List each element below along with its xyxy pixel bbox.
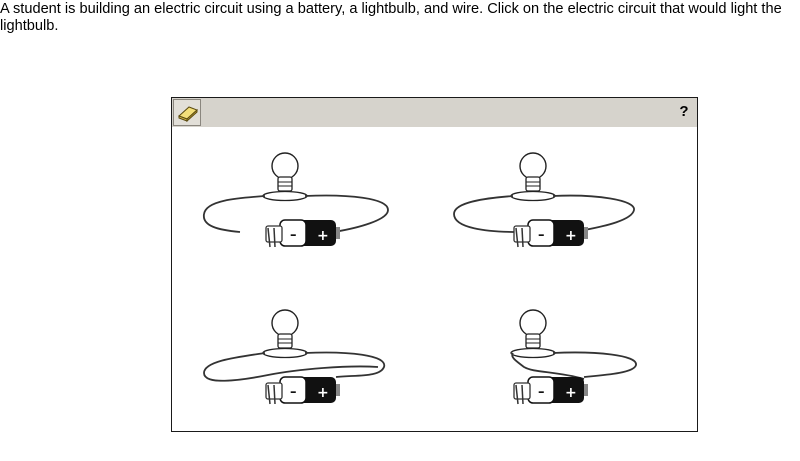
lightbulb — [262, 309, 308, 359]
wire — [304, 194, 389, 233]
wire — [203, 195, 266, 233]
battery-plus-label: + — [565, 385, 577, 401]
battery: – + — [265, 376, 340, 405]
lightbulb — [510, 152, 556, 202]
battery-minus-label: – — [290, 385, 297, 400]
eraser-icon — [178, 106, 198, 122]
circuit-option-bottom-left[interactable]: – + — [198, 305, 398, 423]
wire — [304, 351, 385, 378]
wire — [203, 352, 379, 382]
question-text: A student is building an electric circui… — [0, 1, 782, 34]
toolbar: ? — [172, 98, 697, 127]
circuit-selection-panel: ? – + — [171, 97, 698, 432]
wire — [552, 194, 635, 231]
battery-plus-label: + — [565, 228, 577, 244]
wire — [552, 351, 637, 378]
circuit-option-top-left[interactable]: – + — [198, 148, 398, 266]
battery: – + — [513, 219, 588, 248]
battery-plus-label: + — [317, 228, 329, 244]
lightbulb — [262, 152, 308, 202]
wire — [453, 195, 519, 233]
battery-minus-label: – — [538, 228, 545, 243]
lightbulb — [510, 309, 556, 359]
circuit-option-top-right[interactable]: – + — [446, 148, 646, 266]
battery: – + — [513, 376, 588, 405]
wire — [511, 352, 585, 380]
battery-minus-label: – — [538, 385, 545, 400]
help-button[interactable]: ? — [679, 103, 689, 120]
battery-minus-label: – — [290, 228, 297, 243]
circuit-option-bottom-right[interactable]: – + — [446, 305, 646, 423]
battery: – + — [265, 219, 340, 248]
eraser-button[interactable] — [173, 99, 201, 126]
battery-plus-label: + — [317, 385, 329, 401]
